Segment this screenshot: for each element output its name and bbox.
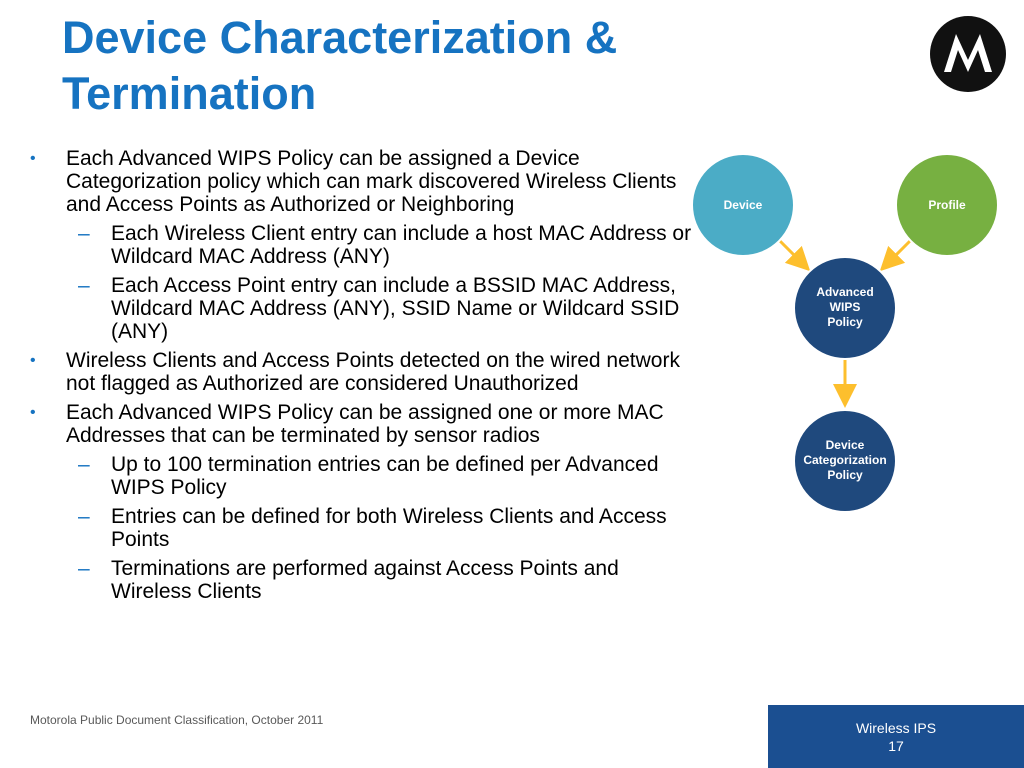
bullet-text: Wireless Clients and Access Points detec… — [66, 349, 680, 395]
sub-bullet-marker: – — [78, 557, 90, 580]
advanced-wips-policy-node — [793, 256, 897, 360]
page-number: 17 — [888, 738, 904, 754]
footer-section-title: Wireless IPS — [855, 720, 937, 736]
profile-to-wips-arrow — [879, 239, 912, 272]
device-to-wips-arrow — [778, 239, 811, 272]
sub-bullet-text: Entries can be defined for both Wireless… — [111, 505, 667, 551]
sub-bullet-item: – Each Wireless Client entry can include… — [30, 222, 700, 268]
sub-bullet-marker: – — [78, 274, 90, 297]
wips-label-line-2: WIPS — [830, 300, 861, 314]
bullet-list: • Each Advanced WIPS Policy can be assig… — [30, 147, 700, 609]
motorola-logo-icon — [930, 16, 1006, 92]
bullet-text: Each Advanced WIPS Policy can be assigne… — [66, 401, 664, 447]
title-line-1: Device Characterization & — [62, 12, 618, 63]
policy-diagram: Device Profile Advanced WIPS Policy Devi… — [691, 153, 999, 513]
sub-bullet-text: Each Access Point entry can include a BS… — [111, 274, 680, 343]
bullet-marker: • — [30, 404, 36, 421]
title-line-2: Termination — [62, 68, 317, 119]
sub-bullet-item: – Terminations are performed against Acc… — [30, 557, 700, 603]
bullet-marker: • — [30, 150, 36, 167]
bullet-marker: • — [30, 352, 36, 369]
sub-bullet-marker: – — [78, 222, 90, 245]
wips-label-line-1: Advanced — [816, 285, 873, 299]
footer-section-box: Wireless IPS 17 — [768, 705, 1024, 768]
device-node-label: Device — [724, 198, 763, 212]
bullet-item: • Each Advanced WIPS Policy can be assig… — [30, 401, 700, 447]
bullet-text: Each Advanced WIPS Policy can be assigne… — [66, 147, 677, 216]
device-node — [691, 153, 795, 257]
sub-bullet-item: – Entries can be defined for both Wirele… — [30, 505, 700, 551]
footer-classification: Motorola Public Document Classification,… — [30, 713, 324, 727]
sub-bullet-item: – Each Access Point entry can include a … — [30, 274, 700, 343]
sub-bullet-text: Up to 100 termination entries can be def… — [111, 453, 659, 499]
sub-bullet-text: Each Wireless Client entry can include a… — [111, 222, 692, 268]
profile-node — [895, 153, 999, 257]
bullet-item: • Wireless Clients and Access Points det… — [30, 349, 700, 395]
sub-bullet-marker: – — [78, 505, 90, 528]
categorization-label-line-1: Device — [826, 438, 865, 452]
page-title: Device Characterization & Termination — [62, 10, 782, 122]
categorization-label-line-3: Policy — [827, 468, 863, 482]
sub-bullet-marker: – — [78, 453, 90, 476]
sub-bullet-text: Terminations are performed against Acces… — [111, 557, 619, 603]
categorization-label-line-2: Categorization — [803, 453, 886, 467]
wips-label-line-3: Policy — [827, 315, 863, 329]
profile-node-label: Profile — [928, 198, 966, 212]
device-categorization-policy-node — [793, 409, 897, 513]
bullet-item: • Each Advanced WIPS Policy can be assig… — [30, 147, 700, 216]
sub-bullet-item: – Up to 100 termination entries can be d… — [30, 453, 700, 499]
